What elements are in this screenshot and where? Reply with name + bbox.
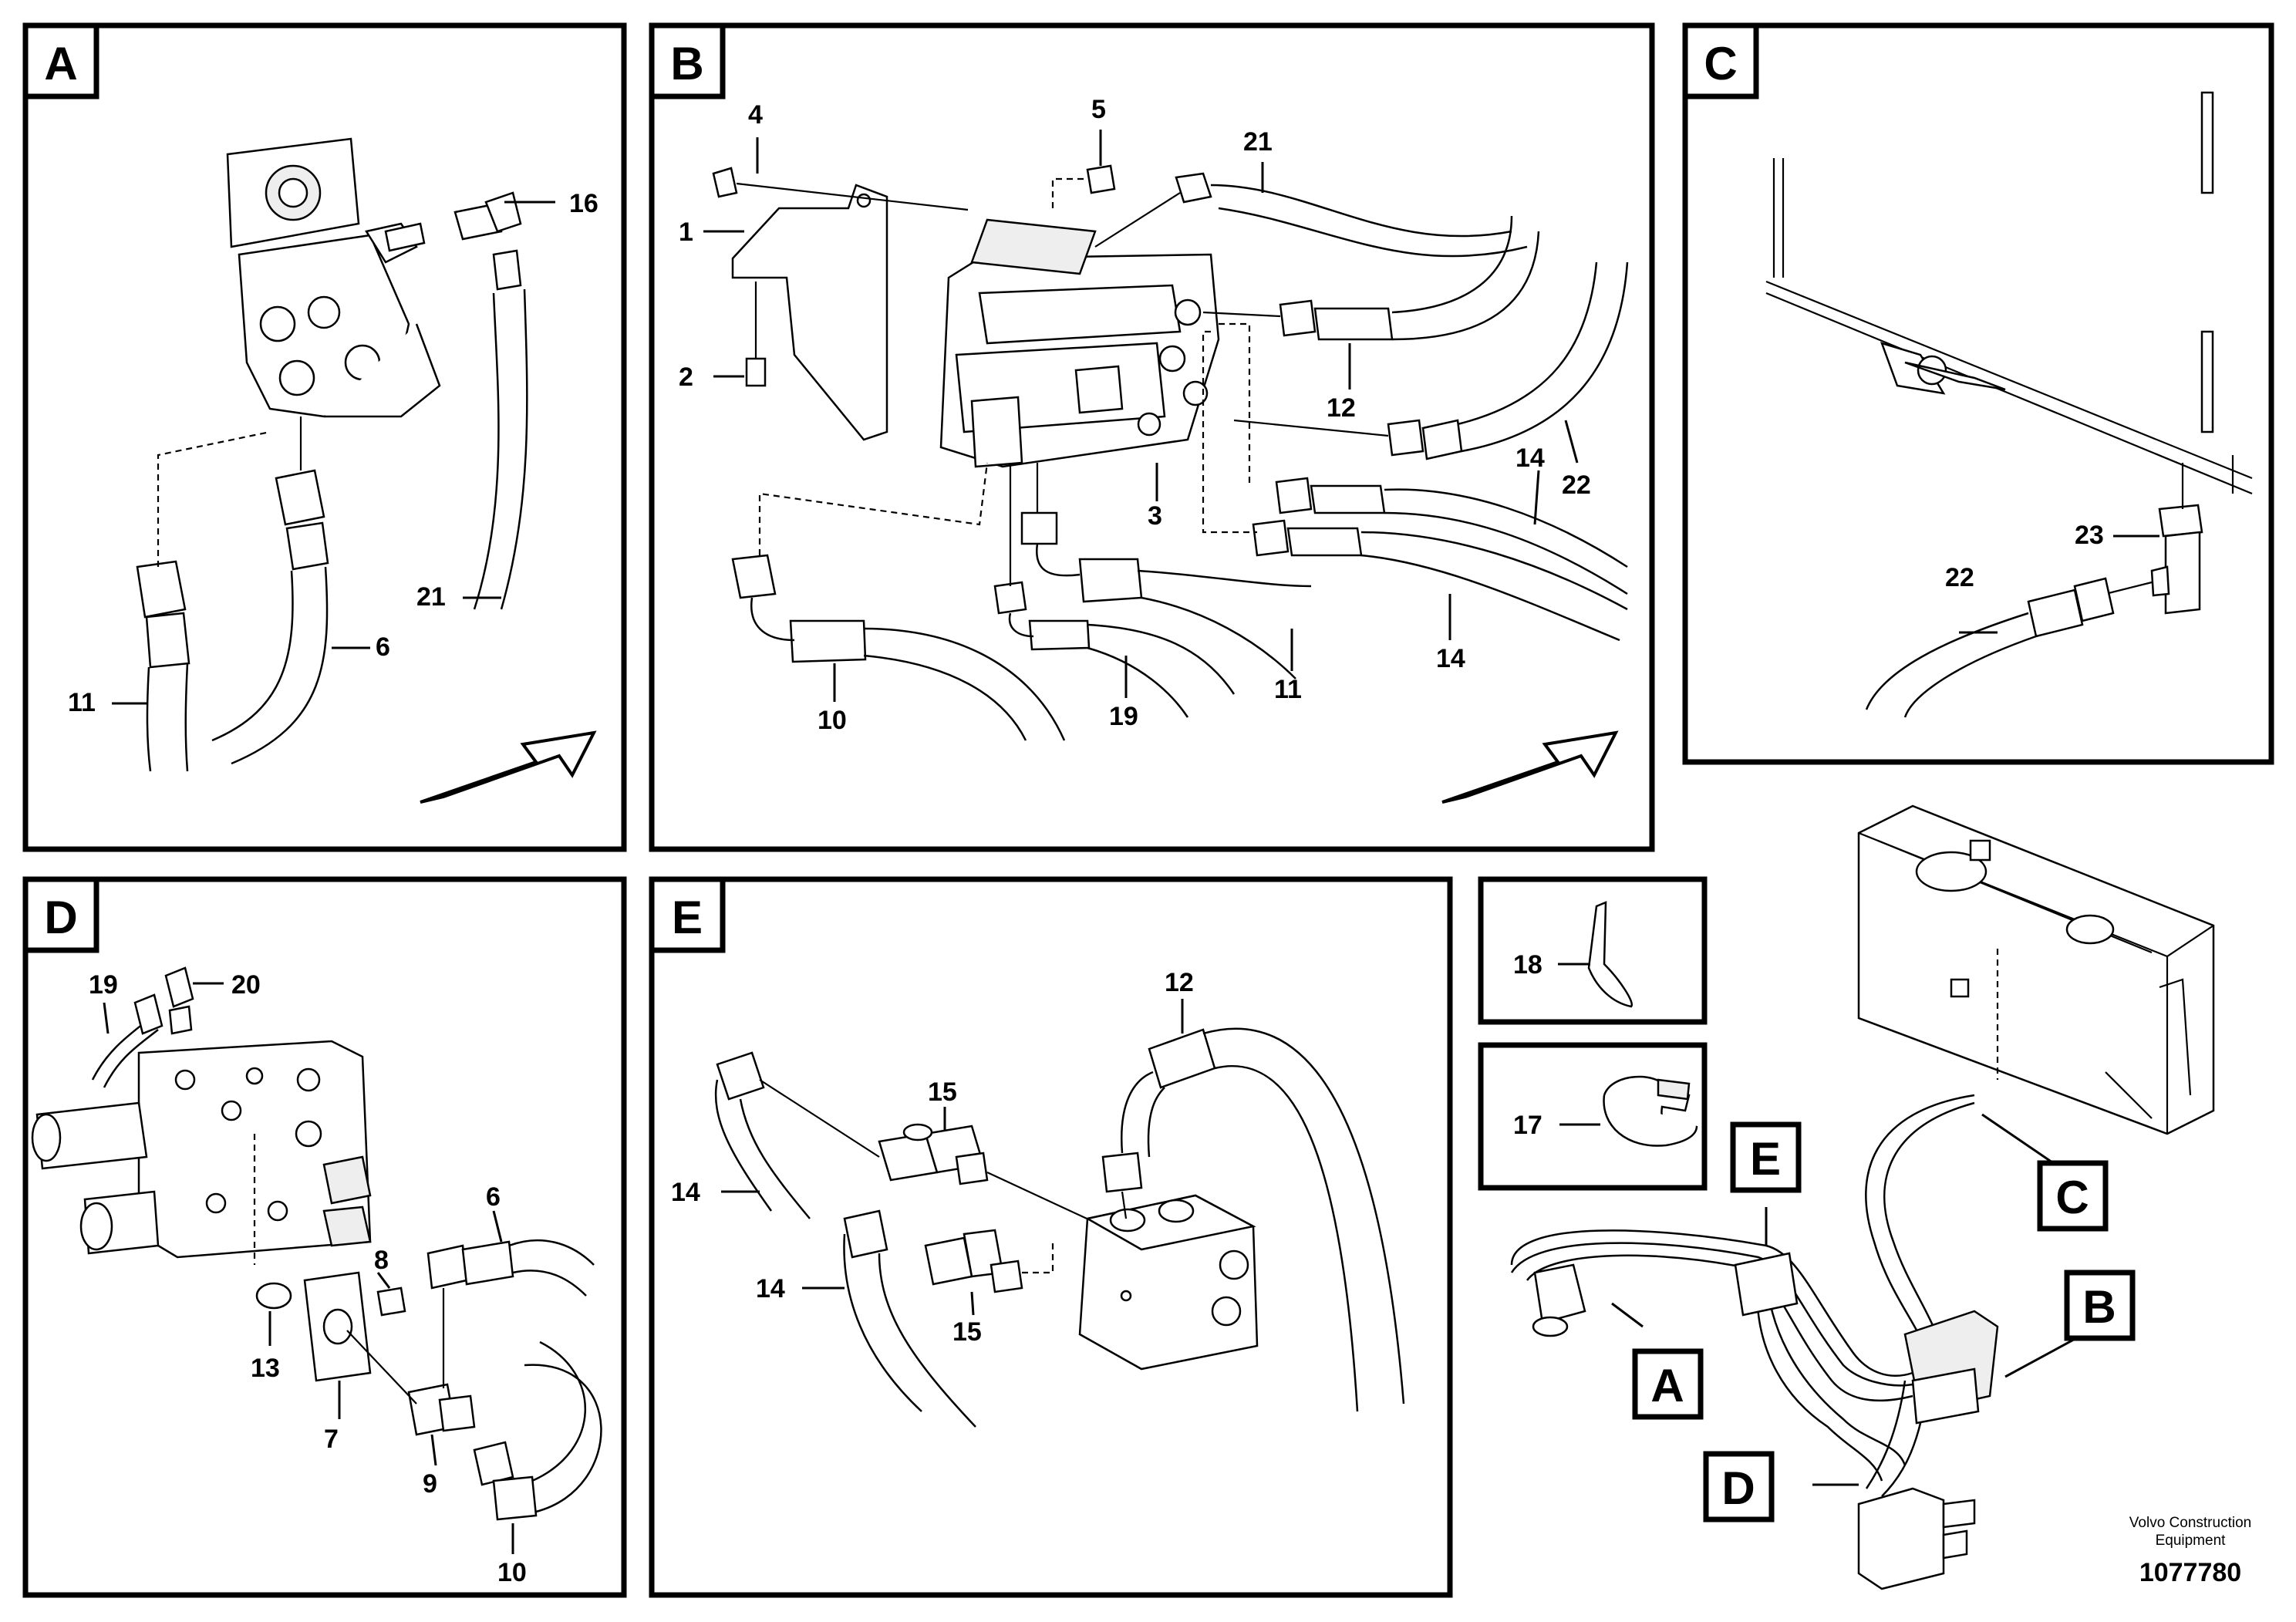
callout-b-21: 21 (1243, 127, 1273, 157)
panel-b-label: B (670, 38, 703, 89)
steering-unit (226, 137, 441, 418)
direction-arrow-a (420, 730, 597, 804)
drawing-number: 1077780 (2139, 1558, 2241, 1587)
callout-b-10: 10 (818, 706, 847, 735)
machine-overview: E C B A D (1510, 804, 2215, 1590)
callout-a-21: 21 (416, 582, 446, 612)
credit-line-1: Volvo Construction (2129, 1515, 2251, 1531)
hose-clamp-box: 17 (1478, 1042, 1708, 1191)
credit-line-2: Equipment (2156, 1533, 2227, 1549)
overview-label-b: B (2082, 1281, 2116, 1333)
panel-e-label: E (672, 892, 703, 943)
callout-c-23: 23 (2075, 521, 2104, 550)
callout-a-6: 6 (376, 632, 390, 662)
callout-a-16: 16 (569, 189, 598, 218)
overview-label-e: E (1750, 1133, 1781, 1185)
callout-e-14-upper: 14 (671, 1178, 700, 1207)
overview-label-c: C (2055, 1172, 2089, 1223)
callout-b-2: 2 (679, 363, 693, 392)
callout-a-11: 11 (68, 688, 96, 717)
callout-d-8: 8 (374, 1246, 389, 1275)
credit-block: Volvo Construction Equipment 1077780 (2129, 1515, 2251, 1587)
callout-d-19: 19 (89, 970, 118, 1000)
callout-b-19: 19 (1109, 702, 1138, 731)
panel-d: D (22, 876, 627, 1598)
callout-clip-18: 18 (1513, 950, 1542, 980)
callout-d-13: 13 (251, 1354, 280, 1383)
callout-clip-17: 17 (1513, 1111, 1542, 1140)
callout-b-4: 4 (748, 100, 763, 130)
valve-block-e (1078, 1194, 1259, 1371)
callout-d-20: 20 (231, 970, 261, 1000)
panel-c: C 23 22 (1682, 22, 2274, 765)
direction-arrow-b (1441, 730, 1619, 804)
callout-d-10: 10 (497, 1558, 527, 1587)
panel-a: A (22, 22, 627, 852)
valve-block (939, 218, 1220, 468)
callout-c-22: 22 (1945, 563, 1974, 592)
callout-b-14-upper: 14 (1515, 443, 1545, 473)
panel-e: E (649, 876, 1453, 1598)
callout-d-9: 9 (423, 1469, 437, 1499)
callout-e-12: 12 (1165, 968, 1194, 997)
panel-a-label: A (44, 38, 77, 89)
callout-b-14-lower: 14 (1436, 644, 1465, 673)
overview-label-a: A (1650, 1360, 1684, 1411)
panel-b: B (649, 22, 1655, 852)
callout-e-14-lower: 14 (756, 1274, 785, 1303)
callout-b-11: 11 (1274, 675, 1302, 704)
panel-c-label: C (1704, 38, 1737, 89)
callout-b-5: 5 (1091, 95, 1106, 124)
valve-block-d (31, 1040, 372, 1259)
callout-b-1: 1 (679, 218, 693, 247)
overview-label-d: D (1721, 1462, 1755, 1514)
callout-b-12: 12 (1327, 393, 1356, 423)
callout-b-3: 3 (1148, 501, 1162, 531)
panel-d-label: D (44, 892, 77, 943)
callout-e-15-lower: 15 (952, 1317, 982, 1347)
cable-tie-box: 18 (1478, 876, 1708, 1025)
callout-e-15-upper: 15 (928, 1077, 957, 1107)
callout-d-6: 6 (486, 1182, 501, 1212)
callout-d-7: 7 (324, 1425, 339, 1454)
callout-b-22: 22 (1562, 470, 1591, 500)
